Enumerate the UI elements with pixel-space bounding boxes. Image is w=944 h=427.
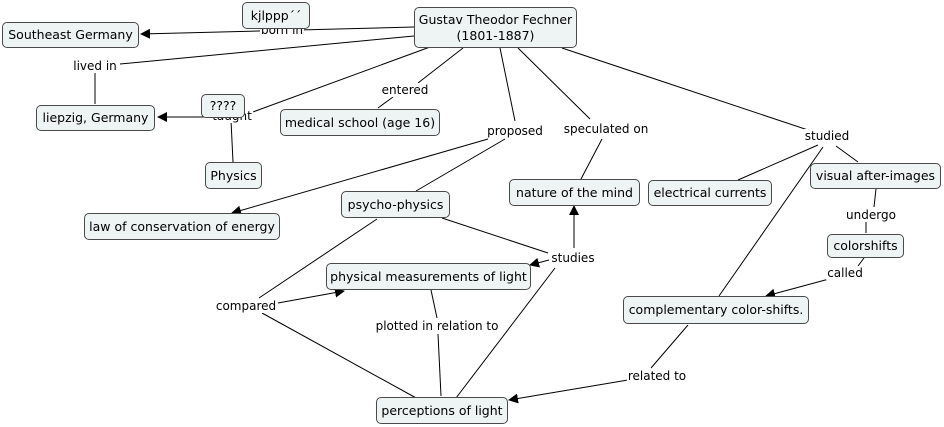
link-entered-line-a [417,47,464,84]
node-colorshifts[interactable]: colorshifts [827,234,904,258]
node-liepzig-germany[interactable]: liepzig, Germany [36,105,155,131]
link-proposed-line-b [231,138,489,216]
link-studied-line-c [835,145,859,163]
node-psycho-physics[interactable]: psycho-physics [341,191,450,218]
link-studied-line-a [561,47,809,131]
link-compared-line-a [258,218,378,299]
node-complementary-color-shifts[interactable]: complementary color-shifts. [623,296,809,324]
link-called-line-b [765,278,830,299]
link-called-line-a [857,257,865,267]
link-studies-line-d [455,267,556,399]
link-studies-line-b [529,257,550,268]
link-compared-line-b [277,287,345,304]
node-kjlppp[interactable]: kjlppp´´ [242,2,310,29]
node-medical-school[interactable]: medical school (age 16) [280,109,440,136]
node-perceptions-of-light[interactable]: perceptions of light [376,397,508,424]
link-label-called: called [826,266,864,280]
link-speculated-line-a [517,47,591,120]
node-law-of-conservation-of-energy[interactable]: law of conservation of energy [84,213,280,240]
node-gustav-theodor-fechner[interactable]: Gustav Theodor Fechner (1801-1887) [414,7,577,48]
link-label-studied: studied [803,129,851,143]
link-lived-in-line-a [119,35,415,65]
link-related-line-b [508,379,629,404]
link-studied-line-b [737,144,819,181]
link-proposed-line-a [499,47,516,122]
link-taught-line-a [249,46,431,114]
link-label-lived-in: lived in [72,59,118,73]
link-label-plotted-in-relation-to: plotted in relation to [374,319,500,333]
node-electrical-currents[interactable]: electrical currents [648,180,772,206]
link-proposed-line-c [415,138,506,192]
node-visual-after-images[interactable]: visual after-images [810,163,941,189]
link-undergo-line-a [873,188,877,208]
node-physics[interactable]: Physics [205,162,262,189]
link-label-proposed: proposed [486,124,544,138]
link-studied-line-d [718,146,824,297]
link-plotted-line-a [430,289,438,319]
link-label-undergo: undergo [845,208,897,222]
link-label-related-to: related to [626,369,688,383]
link-entered-line-b [377,96,394,109]
link-label-studies: studies [550,251,596,265]
node-unknown-qqqq[interactable]: ???? [201,94,245,118]
link-label-entered: entered [380,83,430,97]
node-southeast-germany[interactable]: Southeast Germany [2,22,139,48]
link-compared-line-c [261,312,419,400]
link-related-line-a [650,324,689,369]
node-physical-measurements-of-light[interactable]: physical measurements of light [326,263,531,290]
link-label-compared: compared [214,299,278,313]
link-studies-line-a [441,217,549,254]
link-speculated-line-b [580,138,603,180]
link-plotted-line-b [437,333,442,397]
link-label-speculated-on: speculated on [562,122,650,136]
node-nature-of-the-mind[interactable]: nature of the mind [509,179,640,206]
link-taught-line-c [230,119,234,163]
